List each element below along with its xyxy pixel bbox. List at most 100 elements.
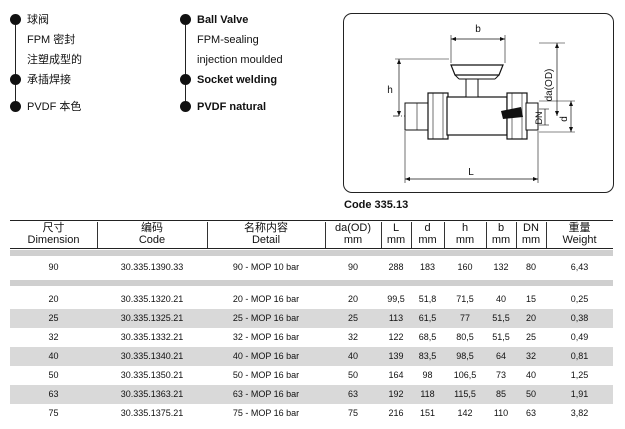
feature-cn-fpm-sealing: FPM 密封 [27,34,76,46]
cell-code: 30.335.1350.21 [120,370,184,380]
header-column-separator [97,222,98,248]
header-column-separator [546,222,547,248]
cell-d: 51,8 [418,294,437,304]
feature-cn-ball-valve: 球阀 [27,14,49,26]
cell-h: 106,5 [453,370,477,380]
cell-code: 30.335.1325.21 [120,313,184,323]
cell-dimension: 90 [48,262,59,272]
feature-en-connector-line [185,25,186,105]
cell-l: 139 [388,351,404,361]
cell-detail: 50 - MOP 16 bar [232,370,300,380]
header-code-en: Code [138,234,166,246]
cell-d: 98 [422,370,433,380]
cell-dimension: 40 [48,351,59,361]
cell-dn: 40 [525,370,536,380]
feature-en-injection-moulded: injection moulded [197,54,283,66]
cell-code: 30.335.1390.33 [120,262,184,272]
cell-b: 110 [493,408,509,418]
cell-da-od: 20 [347,294,358,304]
cell-l: 99,5 [387,294,405,304]
cell-weight: 0,25 [570,294,589,304]
cell-da-od: 25 [347,313,358,323]
feature-en-bullet-1 [180,14,191,25]
header-column-separator [444,222,445,248]
cell-d: 118 [420,389,435,399]
cell-dn: 32 [525,351,536,361]
header-column-separator [381,222,382,248]
cell-h: 77 [459,313,470,323]
feature-cn-socket-welding: 承插焊接 [27,74,71,86]
header-l-en: mm [386,234,406,246]
cell-detail: 25 - MOP 16 bar [232,313,300,323]
cell-h: 71,5 [456,294,474,304]
header-column-separator [207,222,208,248]
table-group-band-2 [10,280,613,286]
dim-label-dn: DN [534,112,544,125]
cell-l: 288 [388,262,404,272]
header-column-separator [516,222,517,248]
cell-dn: 20 [525,313,536,323]
header-weight-en: Weight [562,234,597,246]
cell-h: 98,5 [456,351,474,361]
feature-en-bullet-3 [180,101,191,112]
header-b-cn: b [497,222,505,234]
header-da-od: da(OD)mm [325,222,381,248]
cell-weight: 0,49 [570,332,589,342]
cell-detail: 40 - MOP 16 bar [232,351,300,361]
cell-detail: 20 - MOP 16 bar [232,294,300,304]
cell-h: 80,5 [456,332,474,342]
header-detail-en: Detail [251,234,281,246]
cell-code: 30.335.1363.21 [120,389,184,399]
cell-d: 68,5 [418,332,437,342]
cell-dimension: 20 [48,294,59,304]
cell-dimension: 25 [48,313,59,323]
cell-h: 142 [457,408,473,418]
cell-weight: 6,43 [570,262,589,272]
cell-b: 64 [495,351,506,361]
cell-dn: 50 [525,389,536,399]
cell-dn: 80 [525,262,536,272]
header-code-cn: 编码 [141,222,163,234]
cell-b: 40 [495,294,506,304]
dim-label-b: b [475,24,481,35]
feature-cn-injection-moulded: 注塑成型的 [27,54,82,66]
header-b-en: mm [491,234,511,246]
header-da-od-cn: da(OD) [334,222,372,234]
header-da-od-en: mm [343,234,363,246]
cell-b: 51,5 [492,332,510,342]
cell-detail: 63 - MOP 16 bar [232,389,300,399]
header-d-en: mm [418,234,437,246]
cell-b: 132 [493,262,509,272]
table-header-rule [10,248,613,249]
ball-valve-drawing: b h da(OD) DN d L [387,24,575,183]
cell-b: 85 [495,389,506,399]
feature-en-socket-welding: Socket welding [197,74,278,86]
cell-dimension: 63 [48,389,59,399]
cell-da-od: 32 [347,332,358,342]
cell-h: 160 [457,262,473,272]
header-dn-cn: DN [523,222,539,234]
feature-cn-connector-line [15,25,16,105]
cell-detail: 75 - MOP 16 bar [232,408,300,418]
product-code-label: Code 335.13 [344,199,409,211]
cell-detail: 32 - MOP 16 bar [232,332,300,342]
cell-dn: 15 [525,294,536,304]
feature-cn-bullet-1 [10,14,21,25]
cell-dimension: 32 [48,332,59,342]
header-d-cn: d [424,222,431,234]
cell-da-od: 40 [347,351,358,361]
feature-en-fpm-sealing: FPM-sealing [197,34,259,46]
cell-weight: 3,82 [570,408,589,418]
cell-dn: 25 [525,332,536,342]
